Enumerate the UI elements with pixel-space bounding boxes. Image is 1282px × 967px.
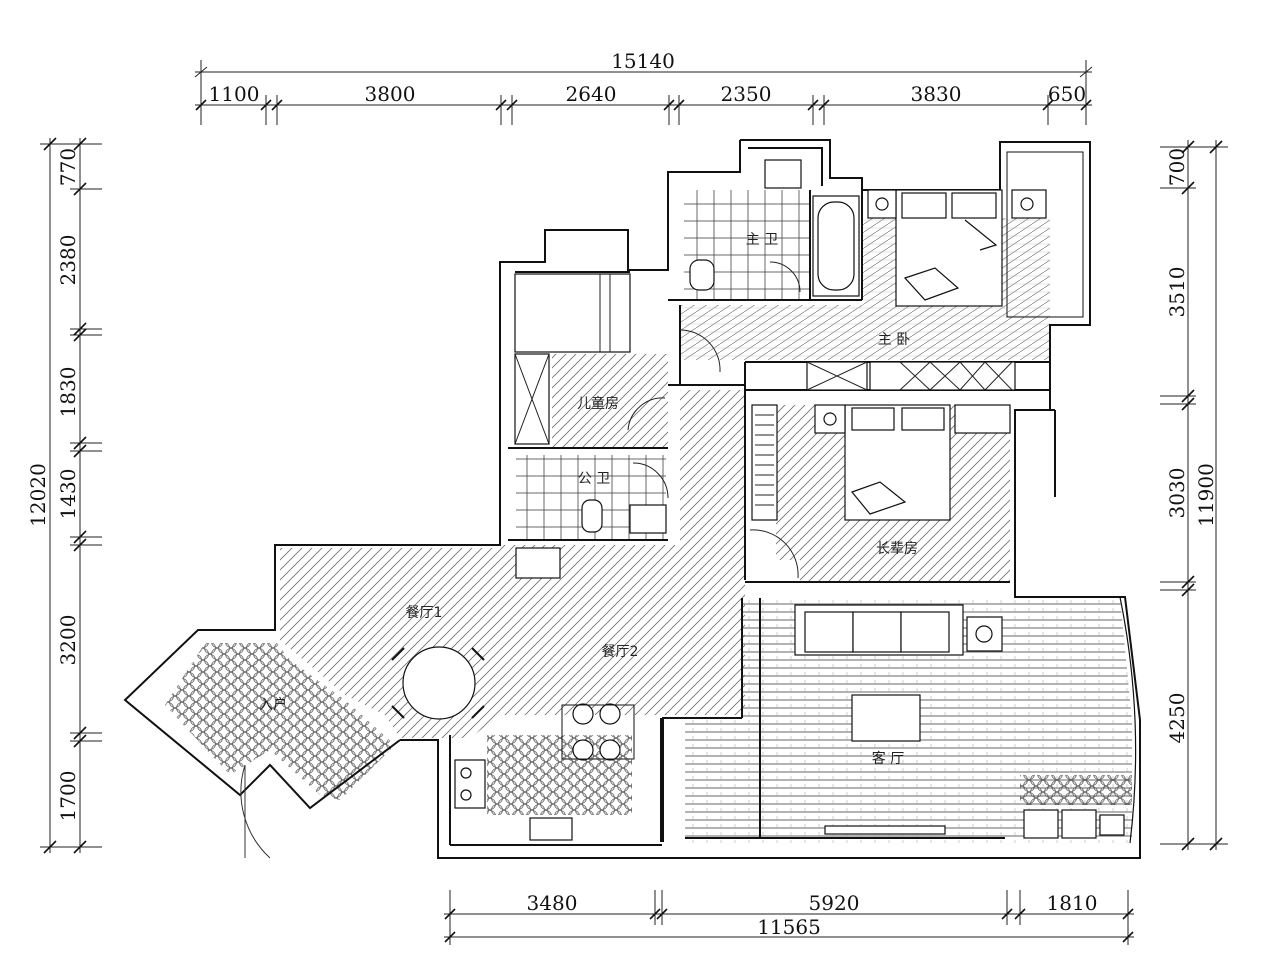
bottom-dim-5920: 5920 bbox=[809, 891, 860, 915]
left-dim-1430: 1430 bbox=[56, 469, 80, 520]
door-swing-kids bbox=[627, 397, 666, 431]
furniture bbox=[240, 159, 1125, 859]
bottom-dimension-chain: 3480 5920 1810 11565 bbox=[444, 890, 1134, 945]
label-master-bedroom: 主 卧 bbox=[878, 332, 910, 348]
top-dim-3800: 3800 bbox=[365, 82, 416, 106]
bathtub bbox=[812, 195, 860, 297]
public-toilet bbox=[581, 499, 603, 533]
door-swing-elder bbox=[749, 529, 799, 579]
label-dining-1: 餐厅1 bbox=[406, 605, 443, 621]
left-dim-1700: 1700 bbox=[56, 771, 80, 822]
elder-wardrobe bbox=[751, 404, 778, 521]
left-dim-2380: 2380 bbox=[56, 235, 80, 286]
door-swing-public-bath bbox=[632, 462, 669, 499]
label-entry: 入户 bbox=[259, 696, 287, 713]
left-dim-3200: 3200 bbox=[56, 615, 80, 666]
sideboard bbox=[515, 547, 561, 579]
left-dim-770: 770 bbox=[56, 148, 80, 186]
right-dim-3030: 3030 bbox=[1165, 468, 1189, 519]
kitchen-sink bbox=[529, 817, 573, 841]
appliance-2 bbox=[1061, 809, 1097, 839]
left-dimension-chain: 12020 770 2380 1830 1430 3200 1700 bbox=[26, 137, 102, 854]
label-elder-room: 长辈房 bbox=[876, 541, 918, 557]
room-labels: 主 卫 主 卧 儿童房 公 卫 长辈房 餐厅1 餐厅2 入户 客 厅 bbox=[259, 232, 918, 767]
left-total-dim: 12020 bbox=[26, 463, 50, 527]
label-dining-2: 餐厅2 bbox=[602, 644, 639, 660]
appliance-3 bbox=[1099, 814, 1125, 836]
stove bbox=[454, 759, 486, 809]
label-master-bath: 主 卫 bbox=[746, 232, 778, 248]
top-dim-650: 650 bbox=[1048, 82, 1086, 106]
top-dim-2640: 2640 bbox=[566, 82, 617, 106]
top-dim-3830: 3830 bbox=[911, 82, 962, 106]
bottom-total-dim: 11565 bbox=[757, 915, 821, 939]
bottom-dim-1810: 1810 bbox=[1047, 891, 1098, 915]
sofa bbox=[794, 604, 1003, 656]
dining-table-round bbox=[391, 646, 485, 720]
master-bed bbox=[867, 189, 1047, 307]
label-kids-room: 儿童房 bbox=[577, 395, 619, 412]
entry-door-swing bbox=[240, 764, 271, 859]
top-dimension-chain: 15140 1100 3800 2640 2350 3830 650 bbox=[194, 49, 1093, 125]
kids-bed bbox=[514, 273, 631, 353]
kids-wardrobe bbox=[514, 353, 550, 445]
master-toilet bbox=[689, 259, 715, 291]
label-public-bath: 公 卫 bbox=[578, 471, 610, 487]
label-living-room: 客 厅 bbox=[872, 750, 904, 767]
right-dim-4250: 4250 bbox=[1165, 693, 1189, 744]
bar-stools bbox=[561, 703, 635, 761]
coffee-table bbox=[851, 694, 921, 742]
right-dimension-chain: 11900 700 3510 3030 4250 bbox=[1160, 140, 1228, 851]
door-swing-master-bath bbox=[769, 261, 801, 293]
public-sink bbox=[629, 504, 667, 534]
appliance-1 bbox=[1023, 809, 1059, 839]
right-dim-3510: 3510 bbox=[1165, 267, 1189, 318]
elder-bed bbox=[814, 404, 1011, 521]
master-sink bbox=[764, 159, 802, 189]
bay-window bbox=[1119, 596, 1137, 844]
right-total-dim: 11900 bbox=[1194, 463, 1218, 527]
tv-cabinet bbox=[824, 825, 946, 835]
door-swing-master bbox=[679, 329, 721, 373]
top-total-dim: 15140 bbox=[611, 49, 675, 73]
master-wardrobe bbox=[806, 361, 1016, 391]
bottom-dim-3480: 3480 bbox=[527, 891, 578, 915]
left-dim-1830: 1830 bbox=[56, 367, 80, 418]
top-dim-2350: 2350 bbox=[721, 82, 772, 106]
top-dim-1100: 1100 bbox=[209, 82, 260, 106]
right-dim-700: 700 bbox=[1165, 148, 1189, 186]
